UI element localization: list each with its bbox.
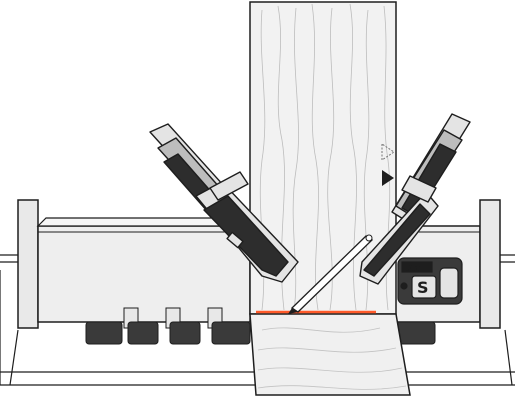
triangle-filled-icon <box>382 170 394 186</box>
guide-markers <box>381 143 395 186</box>
left-clamp-tool <box>149 123 299 283</box>
stop-block: HOBT S <box>397 257 463 305</box>
triangle-outline-icon <box>381 143 395 161</box>
left-clamp-feet <box>85 307 251 345</box>
switch-symbol: S <box>417 278 429 297</box>
left-fence-panel <box>17 199 251 329</box>
pencil <box>288 234 374 314</box>
bottom-board <box>249 313 411 396</box>
device-badge: HOBT <box>405 265 420 272</box>
right-clamp-tool <box>359 113 471 285</box>
